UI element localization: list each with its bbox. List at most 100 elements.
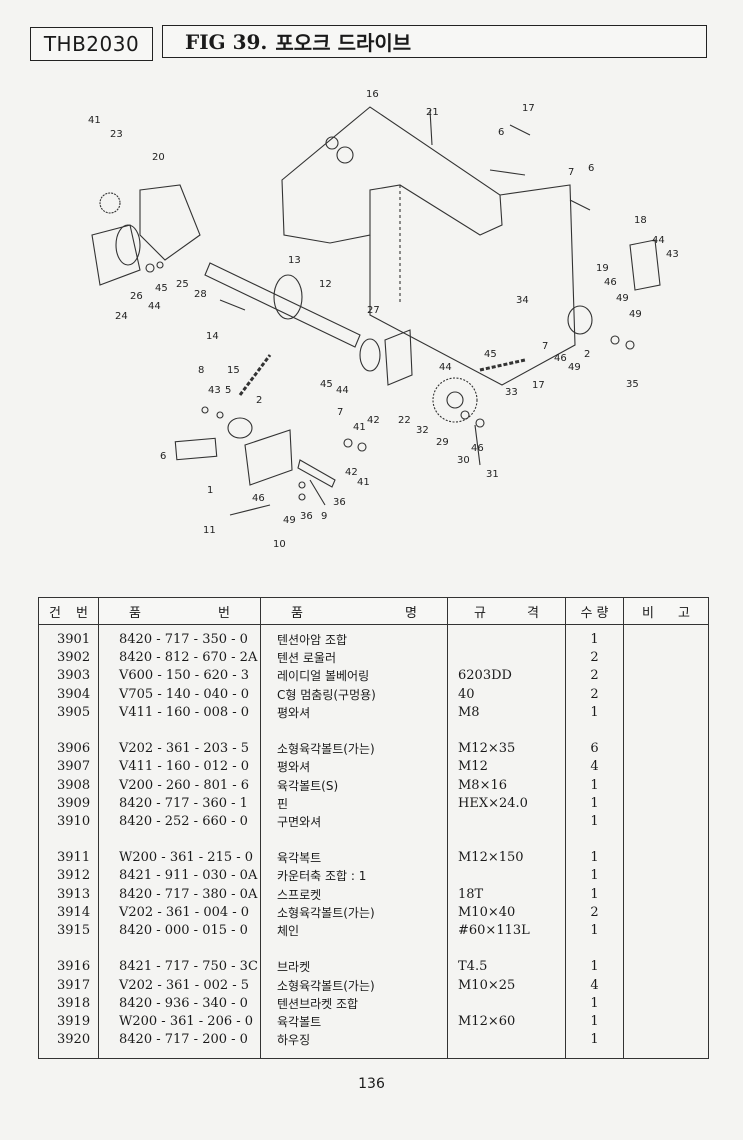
cell-qty: 1 <box>590 995 599 1011</box>
cell-no: 3906 <box>57 741 91 757</box>
cell-no: 3905 <box>57 704 91 720</box>
callout: 17 <box>522 103 535 114</box>
tension-arm <box>244 429 293 486</box>
model-label: THB2030 <box>30 27 153 61</box>
callout: 46 <box>252 493 265 504</box>
cell-no: 3917 <box>57 977 91 993</box>
cell-name: 체인 <box>277 924 300 938</box>
cell-name: 소형육각볼트(가는) <box>277 905 375 920</box>
cell-name: 평와셔 <box>277 705 311 720</box>
group-spacer <box>57 722 98 740</box>
group-spacer <box>458 940 565 958</box>
group-spacer <box>566 831 623 849</box>
gear-small <box>99 192 121 214</box>
callout: 43 <box>666 249 679 260</box>
callout: 43 <box>208 385 221 396</box>
cell-part: 8420 - 252 - 660 - 0 <box>119 813 248 829</box>
cell-part: 8420 - 812 - 670 - 2A <box>119 650 258 666</box>
callout: 11 <box>203 525 216 536</box>
cell-qty: 6 <box>590 741 599 757</box>
cell-qty: 1 <box>590 813 599 829</box>
group-spacer <box>458 831 565 849</box>
cell-part: V202 - 361 - 004 - 0 <box>119 904 250 920</box>
cell-spec: 6203DD <box>458 668 512 684</box>
cell-name: 스프로켓 <box>277 887 322 902</box>
bevel-gear <box>91 224 141 286</box>
cell-name: 핀 <box>277 796 289 811</box>
cell-no: 3918 <box>57 995 91 1011</box>
cell-qty: 1 <box>590 886 599 902</box>
group-spacer <box>119 722 260 740</box>
cell-spec <box>458 631 565 649</box>
group-spacer <box>119 940 260 958</box>
callout: 13 <box>288 255 301 266</box>
cell-no: 3907 <box>57 759 91 775</box>
callout: 22 <box>398 415 411 426</box>
callout: 35 <box>626 379 639 390</box>
cell-part: 8420 - 717 - 200 - 0 <box>119 1032 248 1048</box>
cell-name: 텐션브라켓 조합 <box>277 996 359 1011</box>
callout: 30 <box>457 455 470 466</box>
cell-qty: 2 <box>590 650 599 666</box>
callout: 7 <box>568 167 574 178</box>
cell-spec: T4.5 <box>458 959 488 975</box>
cell-no: 3901 <box>57 632 91 647</box>
callout: 46 <box>554 353 567 364</box>
callout: 1 <box>207 485 213 496</box>
column-remarks <box>623 624 709 1059</box>
cell-no: 3920 <box>57 1032 91 1048</box>
cell-no: 3910 <box>57 813 91 829</box>
callout: 46 <box>604 277 617 288</box>
group-spacer <box>57 831 98 849</box>
cell-qty: 1 <box>590 850 599 866</box>
cell-spec: 40 <box>458 686 475 702</box>
callout: 49 <box>568 362 581 373</box>
callout: 5 <box>225 385 231 396</box>
cell-no: 3916 <box>57 959 91 975</box>
callout: 28 <box>194 289 207 300</box>
callout: 6 <box>498 127 504 138</box>
callout: 42 <box>345 467 358 478</box>
cell-part: 8421 - 717 - 750 - 3C <box>119 959 258 975</box>
callout: 21 <box>426 107 439 118</box>
sprocket <box>432 377 478 423</box>
cell-spec <box>458 1031 565 1049</box>
cell-spec: M12×60 <box>458 1013 516 1029</box>
cell-no: 3909 <box>57 795 91 811</box>
cell-no: 3915 <box>57 923 91 938</box>
cell-spec: 18T <box>458 886 484 902</box>
group-spacer <box>566 722 623 740</box>
group-spacer <box>458 722 565 740</box>
cell-spec: M10×25 <box>458 977 516 993</box>
callout: 6 <box>588 163 594 174</box>
cell-spec: M12×35 <box>458 741 516 757</box>
cell-qty: 1 <box>590 868 599 884</box>
cell-part: V411 - 160 - 012 - 0 <box>119 759 250 775</box>
callout: 26 <box>130 291 143 302</box>
callout: 9 <box>321 511 327 522</box>
callout: 49 <box>283 515 296 526</box>
callout: 46 <box>471 443 484 454</box>
cell-part: V411 - 160 - 008 - 0 <box>119 704 250 720</box>
callout: 29 <box>436 437 449 448</box>
cell-qty: 1 <box>590 1013 599 1029</box>
pin <box>297 459 336 488</box>
cell-qty: 1 <box>590 632 599 647</box>
cell-qty: 4 <box>590 977 599 993</box>
cell-spec: M12×150 <box>458 850 524 866</box>
cell-name: 소형육각볼트(가는) <box>277 742 375 757</box>
cell-spec: M8×16 <box>458 777 508 793</box>
chain <box>238 354 272 396</box>
callout: 42 <box>367 415 380 426</box>
group-spacer <box>57 940 98 958</box>
callout: 45 <box>320 379 333 390</box>
callout: 14 <box>206 331 219 342</box>
callout: 27 <box>367 305 380 316</box>
